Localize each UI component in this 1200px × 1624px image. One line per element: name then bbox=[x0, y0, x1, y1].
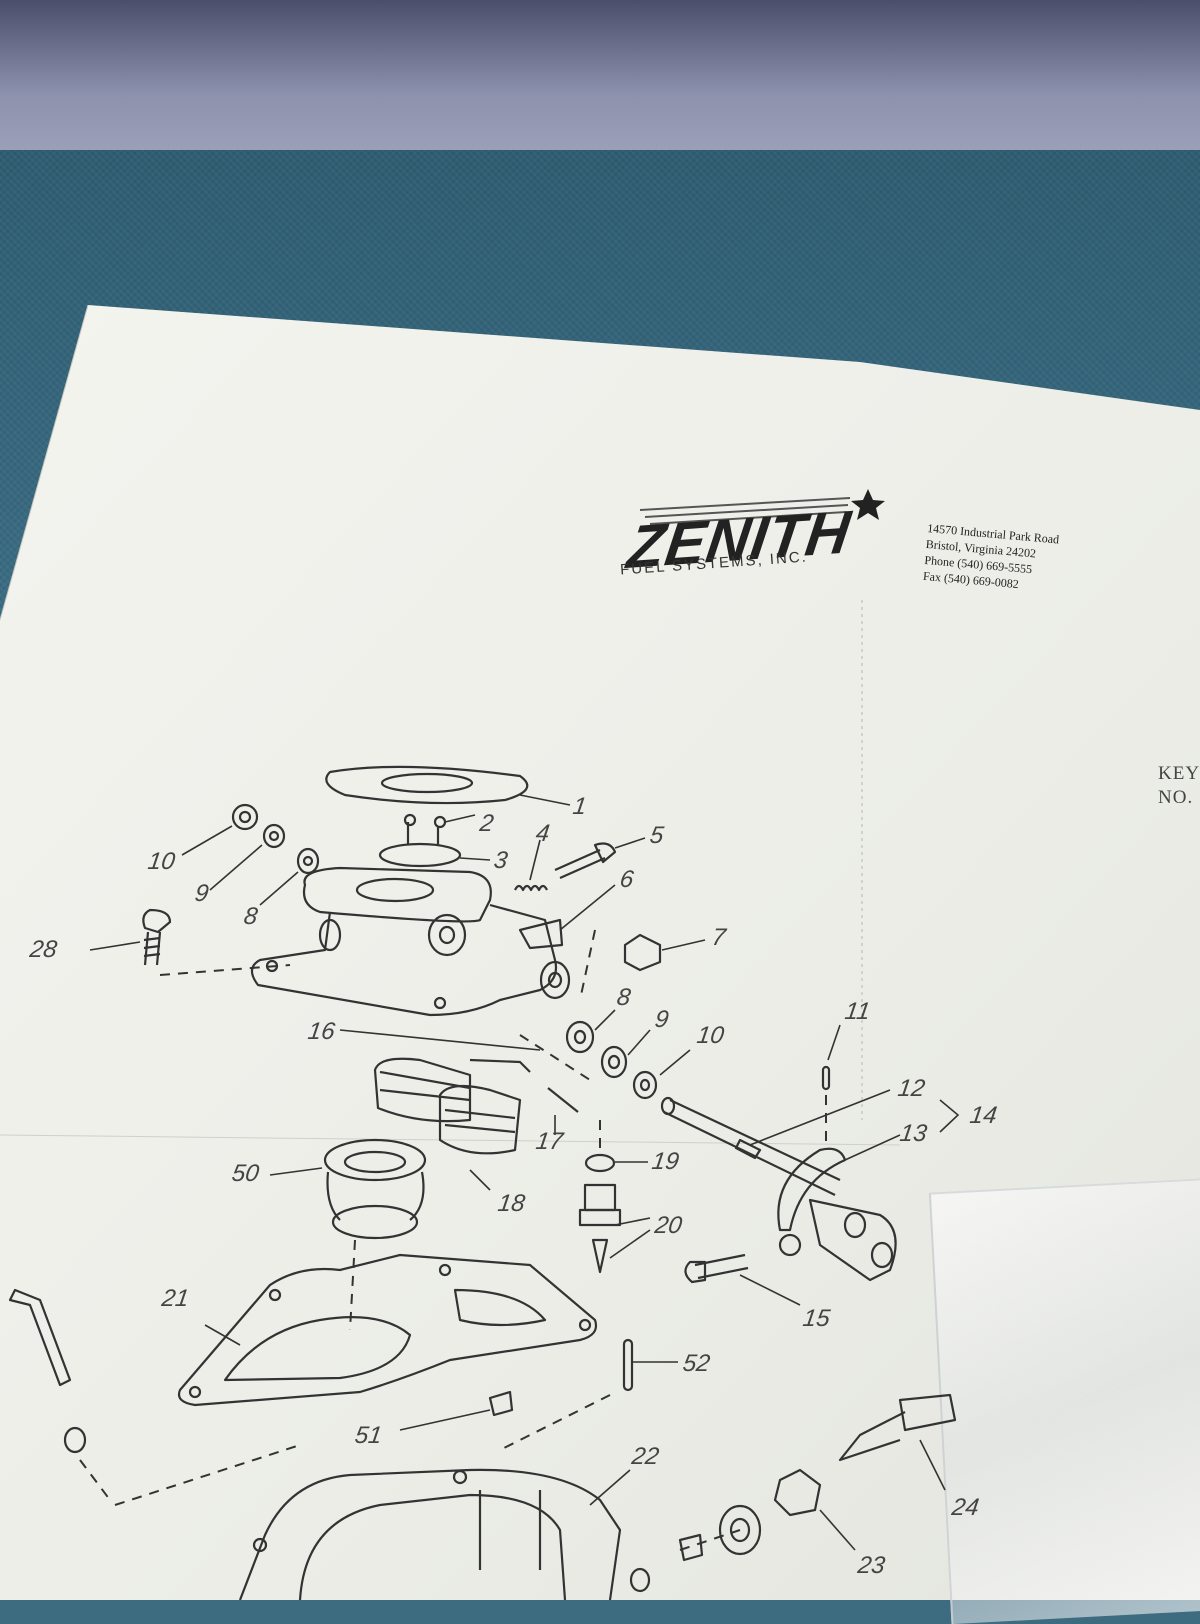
callout-24: 24 bbox=[950, 1494, 981, 1521]
callout-10-left: 10 bbox=[146, 848, 177, 875]
background-wall bbox=[0, 0, 1200, 160]
callout-22: 22 bbox=[630, 1443, 661, 1470]
callout-10-right: 10 bbox=[695, 1022, 726, 1049]
callout-28: 28 bbox=[28, 936, 59, 963]
callout-20: 20 bbox=[653, 1212, 684, 1239]
callout-52: 52 bbox=[681, 1350, 712, 1377]
callout-18: 18 bbox=[496, 1190, 527, 1217]
key-number-header: KEY NO. bbox=[1158, 762, 1200, 810]
callout-19: 19 bbox=[650, 1148, 681, 1175]
callout-51: 50 bbox=[230, 1160, 261, 1187]
callout-12: 12 bbox=[896, 1075, 927, 1102]
callout-21: 21 bbox=[160, 1285, 191, 1312]
callout-11: 11 bbox=[843, 998, 872, 1025]
callout-13: 13 bbox=[898, 1120, 929, 1147]
callout-23: 23 bbox=[856, 1552, 887, 1579]
key-label: KEY bbox=[1158, 763, 1200, 784]
callout-17: 17 bbox=[534, 1128, 565, 1155]
callout-14: 14 bbox=[968, 1102, 999, 1129]
callout-16: 16 bbox=[306, 1018, 337, 1045]
no-label: NO. bbox=[1158, 787, 1194, 808]
callout-50: 51 bbox=[353, 1422, 384, 1449]
callout-15: 15 bbox=[801, 1305, 832, 1332]
